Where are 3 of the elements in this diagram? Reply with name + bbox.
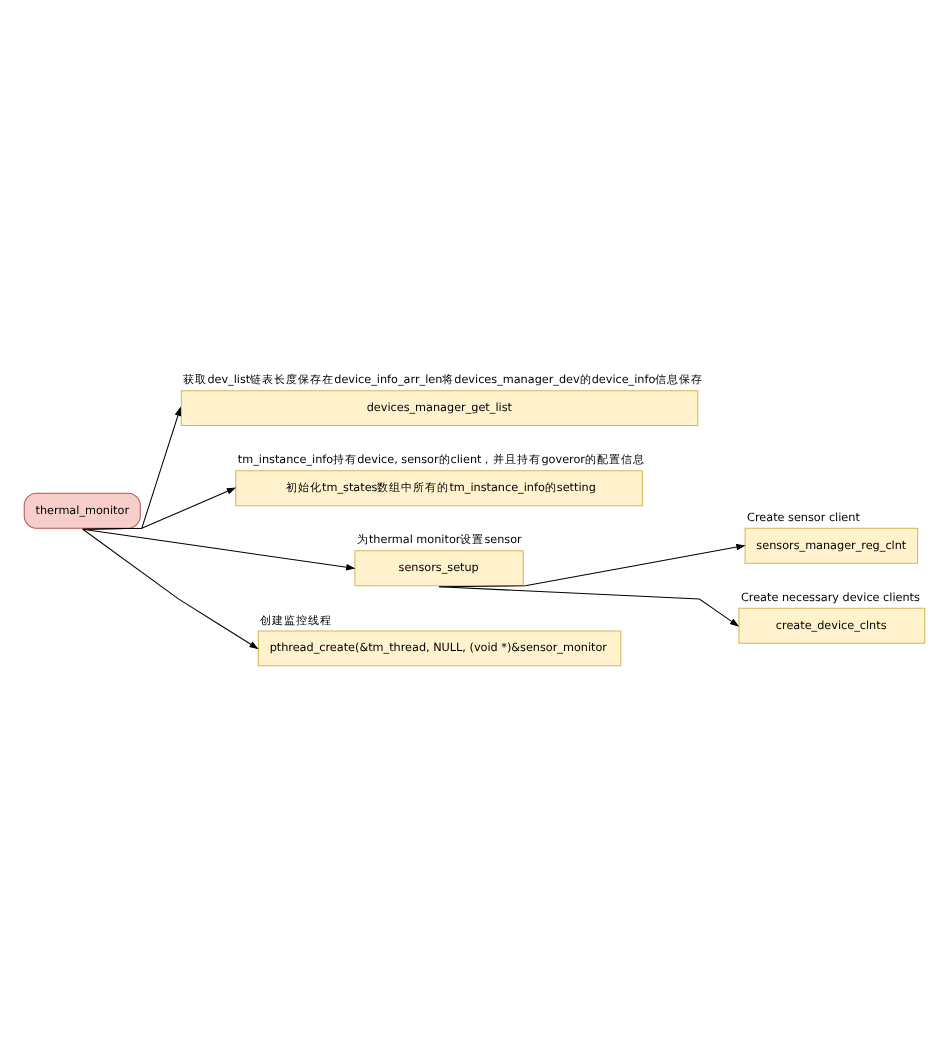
arrow (438, 586, 740, 627)
arrow (82, 528, 259, 650)
arrow (82, 528, 356, 571)
